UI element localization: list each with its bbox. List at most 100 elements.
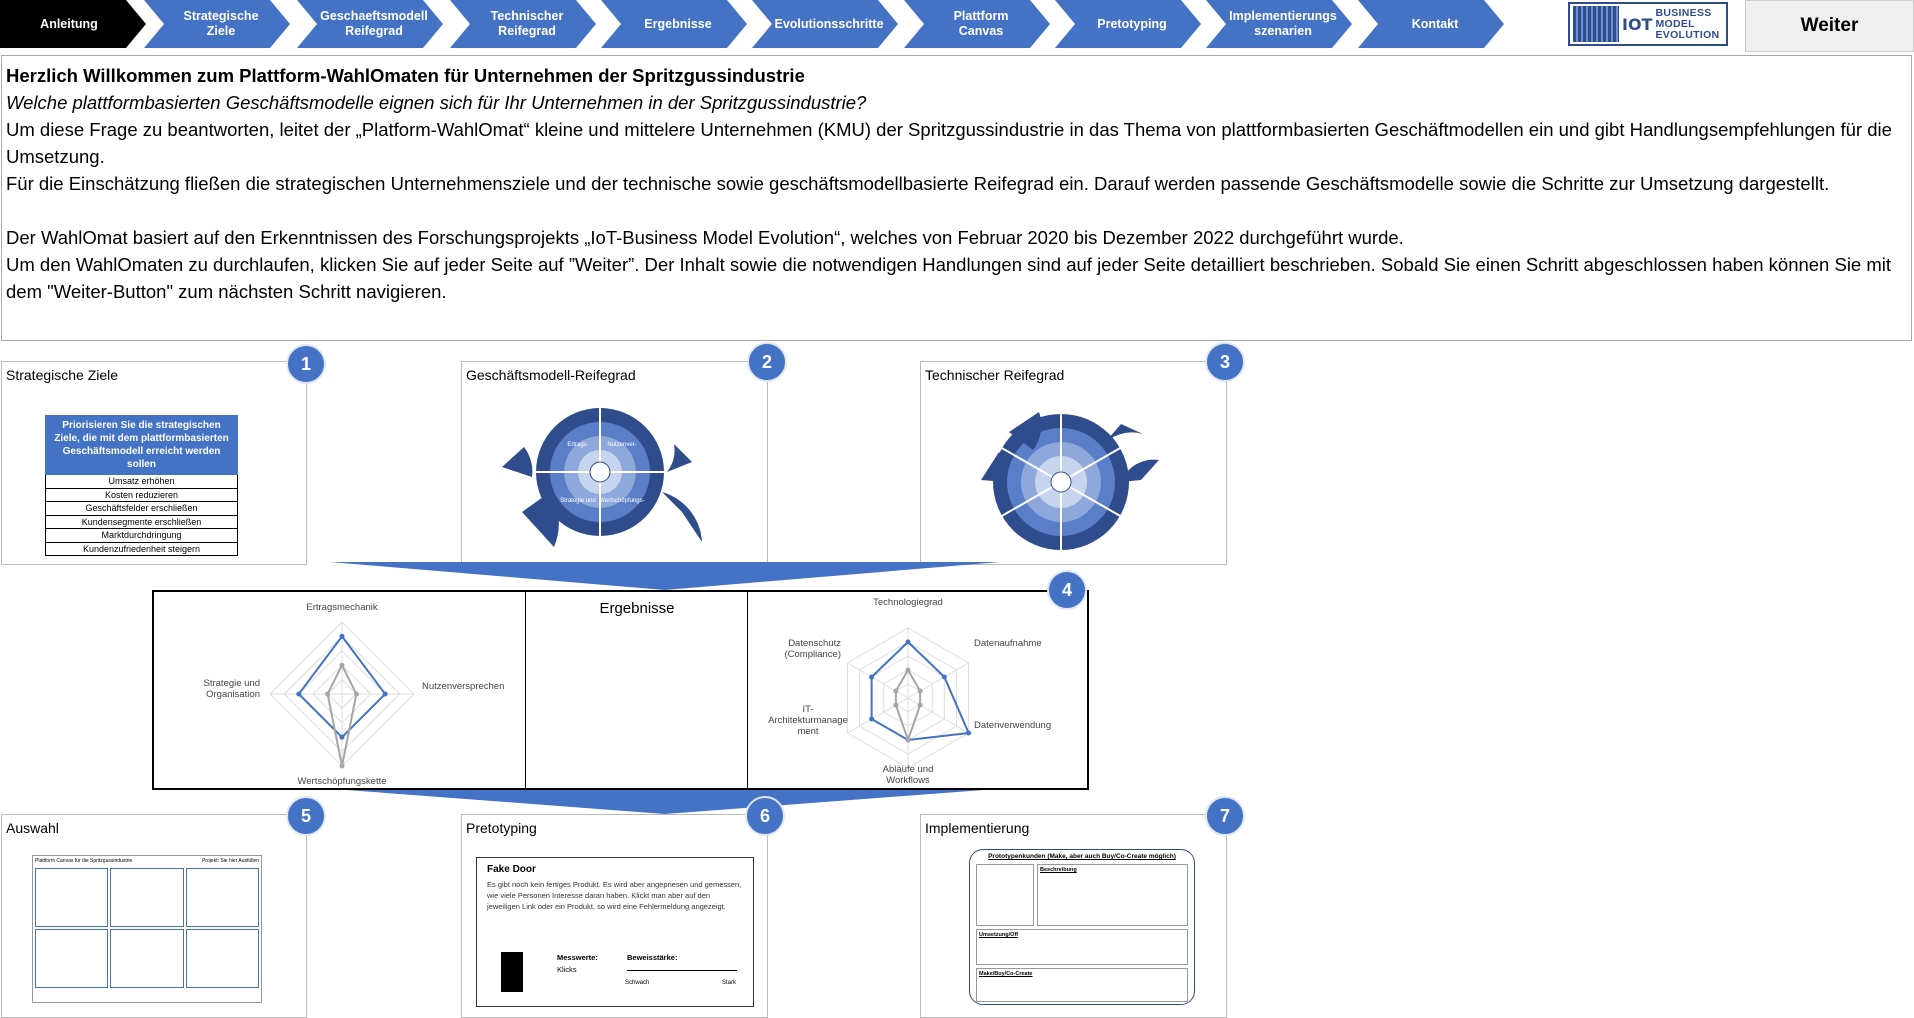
radar-point: [869, 716, 875, 722]
card-title: Geschäftsmodell-Reifegrad: [466, 367, 636, 383]
card-title: Strategische Ziele: [6, 367, 119, 383]
logo-graphic: [1573, 6, 1619, 42]
step-number-badge: 7: [1205, 796, 1245, 836]
flow-arrow-down: [320, 788, 1010, 814]
intro-spacer: [6, 197, 1907, 224]
radar-point: [296, 691, 302, 697]
intro-paragraph-2: Für die Einschätzung fließen die strateg…: [6, 173, 1830, 194]
weiter-button[interactable]: Weiter: [1745, 0, 1914, 52]
radar-point: [905, 639, 911, 645]
nav-item-6[interactable]: Evolutionsschritte: [752, 0, 898, 48]
prio-row: Kundenzufriedenheit steigern: [45, 542, 238, 556]
nav-item-4[interactable]: Technischer Reifegrad: [450, 0, 596, 48]
intro-title: Herzlich Willkommen zum Plattform-WahlOm…: [6, 65, 805, 86]
nav-item-8[interactable]: Pretotyping: [1055, 0, 1201, 48]
nav-item-3[interactable]: Geschaeftsmodell Reifegrad: [297, 0, 443, 48]
implementierung-card: Prototypenkunden (Make, aber auch Buy/Co…: [969, 849, 1195, 1005]
radar-point: [325, 691, 331, 697]
logo-iot-text: IOT: [1622, 14, 1653, 34]
prio-row: Geschäftsfelder erschließen: [45, 502, 238, 516]
impl-figure: [976, 864, 1034, 926]
svg-text:Strategie und: Strategie und: [560, 498, 596, 504]
pretotype-text: Es gibt noch kein fertiges Produkt. Es w…: [487, 880, 742, 911]
card-implementierung[interactable]: Implementierung Prototypenkunden (Make, …: [920, 814, 1227, 1018]
radar-point: [339, 633, 345, 639]
nav-item-5[interactable]: Ergebnisse: [601, 0, 747, 48]
card-geschaeftsmodell-reifegrad[interactable]: Geschäftsmodell-Reifegrad Ertrags- Nutze…: [461, 361, 768, 565]
card-auswahl[interactable]: Auswahl Plattform Canvas für die Spritzg…: [1, 814, 307, 1018]
radar-point: [339, 734, 345, 740]
impl-make-buy: Make/Buy/Co-Create: [976, 968, 1188, 1002]
intro-paragraph-3: Der WahlOmat basiert auf den Erkenntniss…: [6, 227, 1404, 248]
radar-point: [905, 737, 911, 743]
nav-item-7[interactable]: Plattform Canvas: [904, 0, 1050, 48]
gm-wheel-graphic: Ertrags- Nutzenver- Strategie und Wertsc…: [502, 406, 702, 547]
nav-item-9[interactable]: Implementierungs szenarien: [1206, 0, 1352, 48]
step-number-badge: 6: [745, 796, 785, 836]
pretotype-title: Fake Door: [487, 864, 536, 875]
flow-arrow-down: [330, 562, 1000, 590]
radar-point: [339, 763, 345, 769]
bew-label: Beweisstärke:: [627, 953, 678, 962]
ergebnisse-title: Ergebnisse: [599, 600, 675, 617]
svg-text:Wertschöpfungs-: Wertschöpfungs-: [599, 498, 644, 504]
svg-text:Nutzenver-: Nutzenver-: [607, 442, 636, 448]
card-title: Pretotyping: [466, 820, 537, 836]
step-number-badge: 2: [747, 342, 787, 382]
card-title: Technischer Reifegrad: [925, 367, 1065, 383]
svg-text:Ertrags-: Ertrags-: [567, 442, 588, 448]
nav-item-1[interactable]: Anleitung: [0, 0, 146, 48]
radar-chart-tech: TechnologiegradDatenaufnahmeDatenverwend…: [768, 597, 1051, 786]
radar-axis-label: Wertschöpfungskette: [297, 776, 386, 787]
mess-label: Messwerte:: [557, 953, 598, 962]
strength-scale: [627, 970, 737, 971]
logo-line-2: MODEL: [1655, 17, 1695, 30]
prio-table: Priorisieren Sie die strategischen Ziele…: [45, 415, 238, 556]
radar-axis-label: Datenaufnahme: [974, 638, 1042, 649]
pretotype-card: Fake Door Es gibt noch kein fertiges Pro…: [476, 857, 754, 1007]
prio-row: Umsatz erhöhen: [45, 475, 238, 489]
radar-axis-label: Datenverwendung: [974, 720, 1051, 731]
mess-value: Klicks: [557, 965, 577, 974]
impl-title: Prototypenkunden (Make, aber auch Buy/Co…: [988, 853, 1176, 860]
radar-point: [941, 674, 947, 680]
prio-row: Kosten reduzieren: [45, 488, 238, 502]
canvas-thumb-title: Plattform Canvas für die Spritzgussindus…: [35, 858, 133, 864]
logo-line-3: EVOLUTION: [1655, 28, 1720, 41]
step-number-badge: 1: [286, 344, 326, 384]
card-technischer-reifegrad[interactable]: Technischer Reifegrad: [920, 361, 1227, 565]
step-number-badge: 5: [286, 796, 326, 836]
card-title: Auswahl: [6, 820, 59, 836]
impl-beschreibung: Beschreibung: [1037, 864, 1188, 926]
radar-point: [339, 662, 345, 668]
radar-point: [382, 691, 388, 697]
radar-point: [905, 667, 911, 673]
radar-spoke: [907, 662, 969, 699]
card-pretotyping[interactable]: Pretotyping Fake Door Es gibt noch kein …: [461, 814, 768, 1018]
nav-item-2[interactable]: Strategische Ziele: [144, 0, 290, 48]
intro-paragraph-1: Um diese Frage zu beantworten, leitet de…: [6, 119, 1892, 167]
radar-point: [917, 688, 923, 694]
radar-spoke: [847, 662, 909, 699]
radar-point: [869, 674, 875, 680]
intro-text-box: Herzlich Willkommen zum Plattform-WahlOm…: [1, 55, 1912, 341]
nav-item-10[interactable]: Kontakt: [1358, 0, 1504, 48]
strong-label: Stark: [722, 980, 737, 986]
prio-row: Kundensegmente erschließen: [45, 515, 238, 529]
radar-chart-gm: ErtragsmechanikNutzenversprechenWertschö…: [203, 602, 504, 787]
radar-point: [966, 730, 972, 736]
radar-axis-label: Ertragsmechanik: [306, 602, 378, 613]
impl-umsetzung: Umsetzung/Off: [976, 929, 1188, 965]
prio-row: Marktdurchdringung: [45, 529, 238, 543]
logo-line-1: BUSINESS: [1655, 6, 1712, 19]
weak-label: Schwach: [625, 980, 650, 986]
radar-axis-label: Nutzenversprechen: [422, 681, 504, 692]
intro-paragraph-4: Um den WahlOmaten zu durchlaufen, klicke…: [6, 254, 1892, 302]
radar-axis-label: Technologiegrad: [873, 597, 943, 608]
radar-point: [917, 702, 923, 708]
radar-axis-label: Datenschutz(Compliance): [785, 638, 842, 660]
